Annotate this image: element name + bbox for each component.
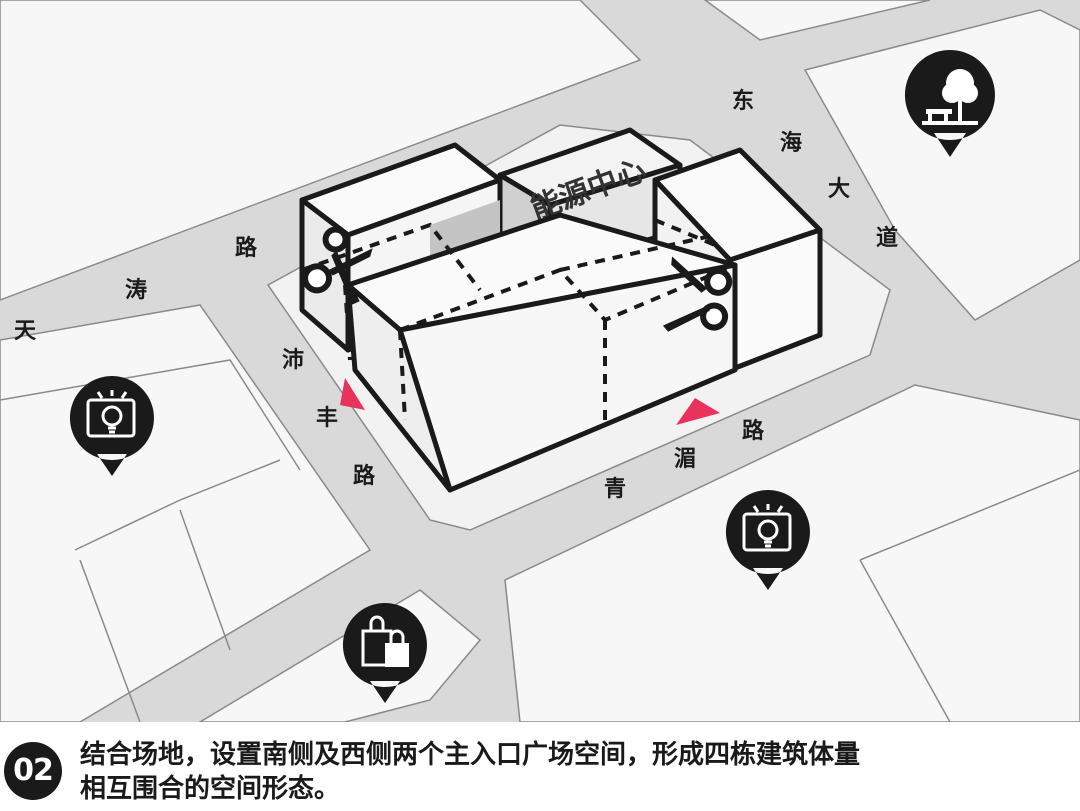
road-char: 道 [876, 225, 898, 251]
parcel-line [179, 509, 231, 651]
road-char: 大 [828, 177, 850, 202]
scissors-ring [700, 302, 729, 331]
road-char: 海 [780, 130, 802, 156]
cut-lines [301, 218, 736, 421]
road-char: 东 [732, 88, 754, 114]
parcel-line [859, 559, 951, 722]
caption-line-1: 结合场地，设置南侧及西侧两个主入口广场空间，形成四栋建筑体量 [80, 740, 861, 770]
pin-shape [342, 603, 427, 703]
cut-line [654, 218, 716, 247]
parcel-line [74, 459, 281, 551]
road-char: 湄 [674, 447, 696, 472]
block-east [803, 9, 1080, 321]
south-entrance-arrow [676, 398, 720, 425]
caption-text: 结合场地，设置南侧及西侧两个主入口广场空间，形成四栋建筑体量 相互围合的空间形态… [80, 738, 1070, 806]
cut-line [343, 284, 352, 361]
road-char: 天 [14, 319, 37, 344]
park-pin[interactable] [904, 50, 995, 157]
building-south-west [345, 282, 453, 493]
road-char: 涛 [125, 278, 147, 303]
road-label-east-sea-avenue: 东 海 大 道 [732, 88, 898, 251]
cut-line [399, 263, 736, 332]
scissors-blade [671, 256, 708, 293]
idea-pin-west[interactable] [69, 376, 154, 476]
cut-line [398, 329, 407, 421]
scissors-blade [331, 250, 360, 305]
scissors-icon [302, 226, 373, 305]
scissors-icon [662, 256, 733, 332]
west-entrance-arrow [340, 378, 365, 410]
cut-line [559, 233, 716, 272]
step-number-badge: 02 [4, 742, 62, 800]
block-north-west [0, 0, 642, 301]
road-char: 路 [742, 418, 765, 444]
idea-pin-south[interactable] [725, 490, 810, 590]
parcel-line [0, 359, 301, 471]
caption-area [0, 722, 1080, 811]
parcel-line [859, 469, 1080, 561]
shopping-bags-icon [361, 615, 409, 667]
site-plan-diagram: 能源中心 [0, 0, 1080, 722]
road-char: 丰 [316, 406, 338, 431]
scissors-blade [662, 305, 710, 332]
lightbulb-blueprint-icon [742, 504, 792, 552]
road-label-south: 青 湄 路 [604, 418, 765, 502]
shopping-pin[interactable] [342, 603, 427, 703]
road-char: 沛 [282, 348, 304, 373]
parcel-line [79, 559, 141, 722]
parcel-lines [0, 359, 1080, 722]
cut-line [301, 222, 482, 292]
road-char: 路 [353, 463, 376, 489]
scissors-ring [704, 267, 733, 296]
scissors-ring [322, 226, 349, 253]
park-bench-tree-icon [922, 69, 978, 125]
building-south-slab [345, 212, 738, 493]
road-char: 路 [235, 235, 258, 261]
road-char: 青 [604, 477, 626, 502]
road-label-west: 沛 丰 路 [282, 348, 376, 489]
scissors-ring [302, 263, 333, 294]
block-north-east [703, 0, 931, 41]
caption-line-2: 相互围合的空间形态。 [80, 774, 341, 804]
lightbulb-blueprint-icon [86, 390, 136, 438]
road-label-north: 路 涛 天 [14, 235, 258, 344]
